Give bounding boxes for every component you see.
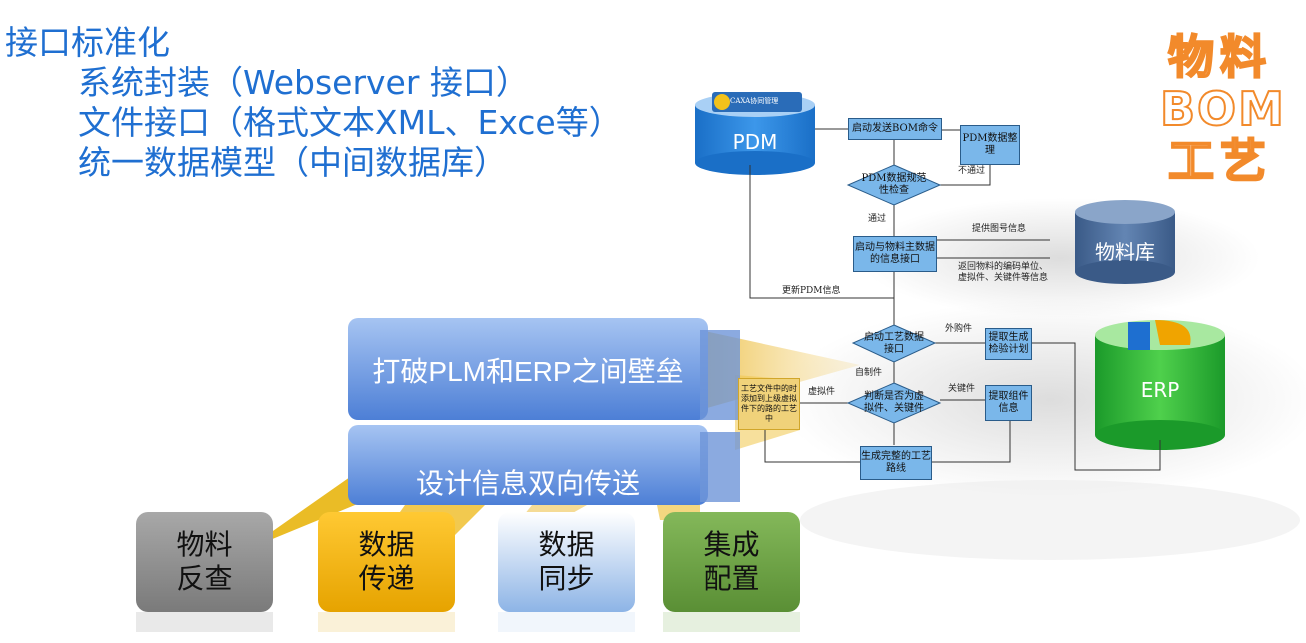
side-word-material: 物料	[1167, 30, 1272, 84]
tile-integration-config-line1: 集成	[703, 528, 760, 561]
flow-pdm-fix-box: PDM数据整理	[960, 125, 1020, 165]
heading-item-2: 文件接口（格式文本XML、Exce等）	[78, 103, 622, 142]
flow-provide-label: 提供图号信息	[972, 224, 1027, 234]
flow-route-box: 生成完整的工艺路线	[860, 446, 932, 480]
band-bidirectional-transfer: 设计信息双向传送	[415, 468, 640, 499]
flow-start-box: 启动发送BOM命令	[848, 118, 942, 140]
erp-database-label: ERP	[1140, 378, 1180, 402]
flow-interface-box: 启动与物料主数据的信息接口	[853, 236, 937, 272]
tile-material-lookup-line1: 物料	[176, 528, 233, 561]
flow-return-label: 返回物料的编码单位、虚拟件、关键件等信息	[958, 262, 1049, 283]
pdm-database-label: PDM	[732, 130, 778, 154]
main-heading: 接口标准化	[5, 23, 170, 62]
tile-data-sync-line1: 数据	[538, 528, 595, 561]
flow-judge-diamond: 判断是否为虚拟件、关键件	[864, 391, 924, 414]
band-break-barrier: 打破PLM和ERP之间壁垒	[372, 356, 684, 387]
flow-extract-box: 提取组件信息	[985, 385, 1032, 421]
tile-data-transfer-line2: 传递	[358, 562, 415, 595]
flow-inspection-box: 提取生成检验计划	[985, 328, 1032, 360]
flow-outsourced-label: 外购件	[945, 324, 973, 334]
tile-material-lookup-line2: 反查	[176, 562, 233, 595]
flow-virtual-note-box: 工艺文件中的时添加到上级虚拟件下的路的工艺中	[738, 378, 800, 430]
tile-material-lookup: 物料 反查	[136, 512, 273, 612]
flow-key-part-label: 关键件	[948, 384, 976, 394]
flow-self-made-label: 自制件	[855, 368, 883, 378]
side-word-bom: BOM	[1159, 82, 1286, 136]
flow-update-label: 更新PDM信息	[782, 286, 841, 296]
flow-fail-label: 不通过	[958, 166, 986, 176]
flow-check-diamond: PDM数据规范性检查	[861, 173, 927, 196]
material-database-label: 物料库	[1095, 240, 1155, 264]
pdm-logo-text: CAXA协同管理	[730, 97, 779, 105]
tile-data-transfer: 数据 传递	[318, 512, 455, 612]
tile-integration-config: 集成 配置	[663, 512, 800, 612]
flow-pass-label: 通过	[868, 214, 887, 224]
tile-integration-config-line2: 配置	[703, 562, 760, 595]
tile-data-transfer-line1: 数据	[358, 528, 415, 561]
flow-process-diamond: 启动工艺数据接口	[864, 332, 924, 355]
heading-item-1: 系统封装（Webserver 接口）	[78, 63, 529, 102]
heading-item-3: 统一数据模型（中间数据库）	[78, 143, 507, 182]
side-word-process: 工艺	[1167, 134, 1272, 188]
tile-data-sync-line2: 同步	[538, 562, 595, 595]
flow-virtual-label: 虚拟件	[808, 387, 836, 397]
tile-data-sync: 数据 同步	[498, 512, 635, 612]
